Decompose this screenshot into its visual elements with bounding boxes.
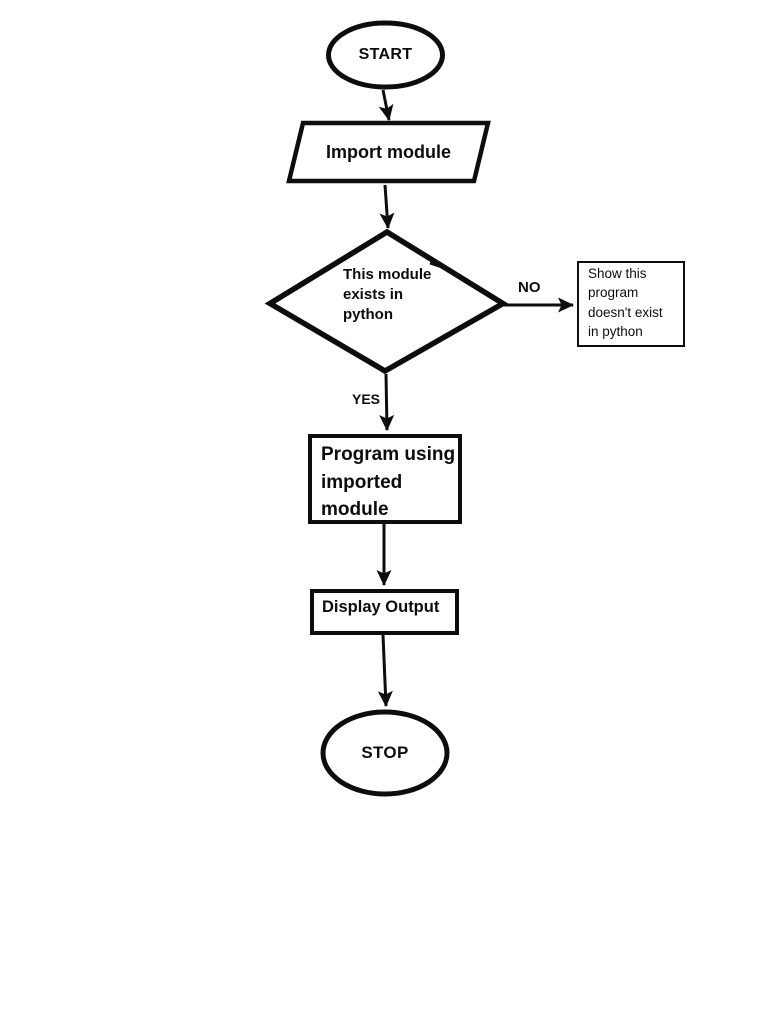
display-output-label: Display Output [322,598,440,616]
show-message-line2: program [588,285,639,301]
show-message-box-shape [577,261,685,347]
start-terminator-shape [326,20,445,90]
decision-label-line1: This module [343,266,432,283]
program-label-line3: module [321,499,389,520]
stop-label: STOP [361,743,409,762]
stop-terminator-shape [320,709,450,797]
arrow-import-to-decision [379,184,395,229]
program-label: Program using imported module [321,441,456,524]
display-output-box-shape [310,589,459,635]
start-label: START [358,46,413,63]
arrow-display-to-stop [377,634,393,707]
arrow-decision-to-program [379,373,395,431]
show-message-line1: Show this [588,266,647,281]
decision-diamond-shape [264,228,509,375]
edge-label-yes: YES [352,391,381,407]
decision-label-line2: exists in [343,286,404,303]
program-label-line2: imported [321,471,403,493]
stray-stroke [429,261,446,270]
import-module-label: Import module [326,141,451,162]
decision-label-line3: python [343,306,393,323]
edge-label-no: NO [518,279,541,296]
show-message-label: Show this program doesn't exist in pytho… [588,264,680,341]
program-box-shape [308,434,462,524]
show-message-line3: doesn't exist [588,304,663,320]
arrow-start-to-import [378,89,394,121]
program-label-line1: Program using [321,444,456,465]
import-parallelogram-shape [286,120,491,184]
show-message-line4: in python [588,323,643,339]
decision-label: This module exists in python [343,265,483,325]
